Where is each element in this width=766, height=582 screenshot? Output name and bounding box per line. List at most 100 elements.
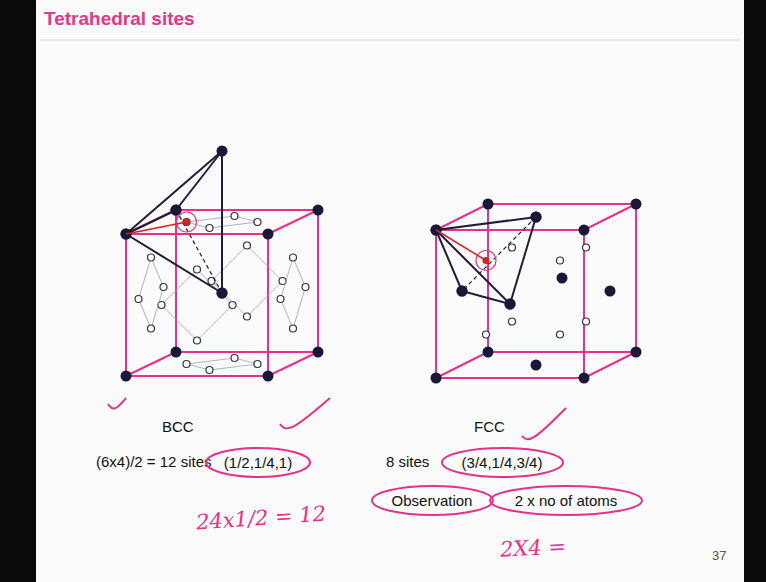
tetrahedral-site (231, 213, 238, 220)
site-guide (162, 305, 198, 341)
lattice-atom (579, 373, 590, 384)
lattice-atom (171, 347, 182, 358)
site-guide (139, 258, 152, 300)
circled-annotation: Observation (370, 484, 495, 517)
lattice-atom (605, 286, 616, 297)
lattice-atom (631, 199, 642, 210)
tetrahedral-site (557, 331, 564, 338)
site-guide (293, 287, 306, 329)
site-guide (293, 258, 306, 288)
tetrahedral-site (254, 219, 261, 226)
annotation-text: (3/4,1/4,3/4) (462, 454, 543, 471)
cube-edge (317, 210, 319, 352)
ellipse-stroke (372, 486, 493, 515)
lattice-atom (457, 286, 468, 297)
tetrahedral-site (206, 225, 213, 232)
annotation-text: (1/2,1/4,1) (224, 454, 292, 471)
cube-edge (436, 352, 488, 378)
tetrahedral-site (135, 296, 142, 303)
tetrahedron-vertex (217, 146, 228, 157)
slide-title: Tetrahedral sites (44, 8, 195, 30)
site-guide (197, 270, 233, 306)
lattice-atom (121, 371, 132, 382)
tetrahedron-edge (176, 151, 222, 210)
site-guide (212, 281, 248, 317)
site-guide (139, 299, 152, 329)
fcc-cell (431, 199, 642, 384)
tetrahedral-site (302, 284, 309, 291)
cube-edge (126, 233, 268, 235)
tetrahedron-edge (462, 291, 510, 304)
site-guide (212, 246, 248, 282)
cube-edge (488, 203, 636, 205)
tetrahedron-edge (126, 151, 222, 234)
tetrahedral-site (483, 331, 490, 338)
site-guide (151, 287, 164, 329)
tetrahedron-edge (436, 217, 536, 230)
cube-edge (488, 351, 636, 353)
check-mark (108, 398, 126, 409)
cube-edge (487, 204, 489, 352)
structure-name: FCC (474, 418, 505, 435)
cube-edge (635, 204, 637, 352)
tetrahedral-site (583, 318, 590, 325)
tetrahedron-vertex (531, 212, 542, 223)
tetrahedron-edge (510, 217, 536, 304)
tetrahedral-site (148, 254, 155, 261)
tetrahedral-site (194, 266, 201, 273)
tetrahedron-vertex (505, 299, 516, 310)
tetrahedral-site (206, 367, 213, 374)
lattice-atom (263, 371, 274, 382)
tetrahedral-site (244, 242, 251, 249)
cube-edge (268, 352, 318, 376)
slide-number: 37 (712, 548, 726, 563)
cube-edge (267, 234, 269, 376)
tetrahedral-site (509, 244, 516, 251)
site-guide (210, 222, 258, 228)
lattice-atom (531, 360, 542, 371)
tetrahedral-site (160, 284, 167, 291)
cube-edge (268, 210, 318, 234)
site-guide (281, 258, 294, 300)
site-guide (210, 364, 258, 370)
tetrahedral-site (254, 361, 261, 368)
lattice-atom (483, 199, 494, 210)
tetrahedral-site (194, 337, 201, 344)
structure-name: BCC (162, 418, 194, 435)
lattice-atom (217, 288, 228, 299)
tetrahedron-edge (126, 234, 222, 293)
tetrahedron-edge (436, 230, 462, 291)
lattice-atom (505, 299, 516, 310)
lattice-atom (263, 229, 274, 240)
check-mark (522, 408, 566, 439)
ellipse-stroke (442, 448, 563, 477)
tetrahedral-site (244, 313, 251, 320)
circled-annotation: 2 x no of atoms (488, 484, 644, 517)
lattice-atom (579, 225, 590, 236)
tetrahedron-edge (462, 217, 536, 291)
lattice-atom (531, 212, 542, 223)
site-guide (281, 299, 294, 329)
site-marker-line (436, 230, 486, 261)
site-count: (6x4)/2 = 12 sites (96, 453, 211, 470)
cube-edge (126, 352, 176, 376)
tetrahedral-site (509, 318, 516, 325)
site-marker-line (126, 222, 187, 234)
tetrahedral-site (148, 325, 155, 332)
tetrahedral-site (183, 361, 190, 368)
lattice-atom (313, 347, 324, 358)
tetrahedral-site (277, 296, 284, 303)
cube-edge (126, 375, 268, 377)
bcc-cell (121, 146, 324, 382)
tetrahedron-vertex (457, 286, 468, 297)
check-marks (108, 398, 566, 439)
cube-edge (125, 234, 127, 376)
circled-annotation: (3/4,1/4,3/4) (440, 446, 565, 479)
tetrahedral-site (290, 254, 297, 261)
cube-edge (436, 377, 584, 379)
check-mark (280, 398, 330, 428)
cube-edge (435, 230, 437, 378)
site-guide (197, 305, 233, 341)
